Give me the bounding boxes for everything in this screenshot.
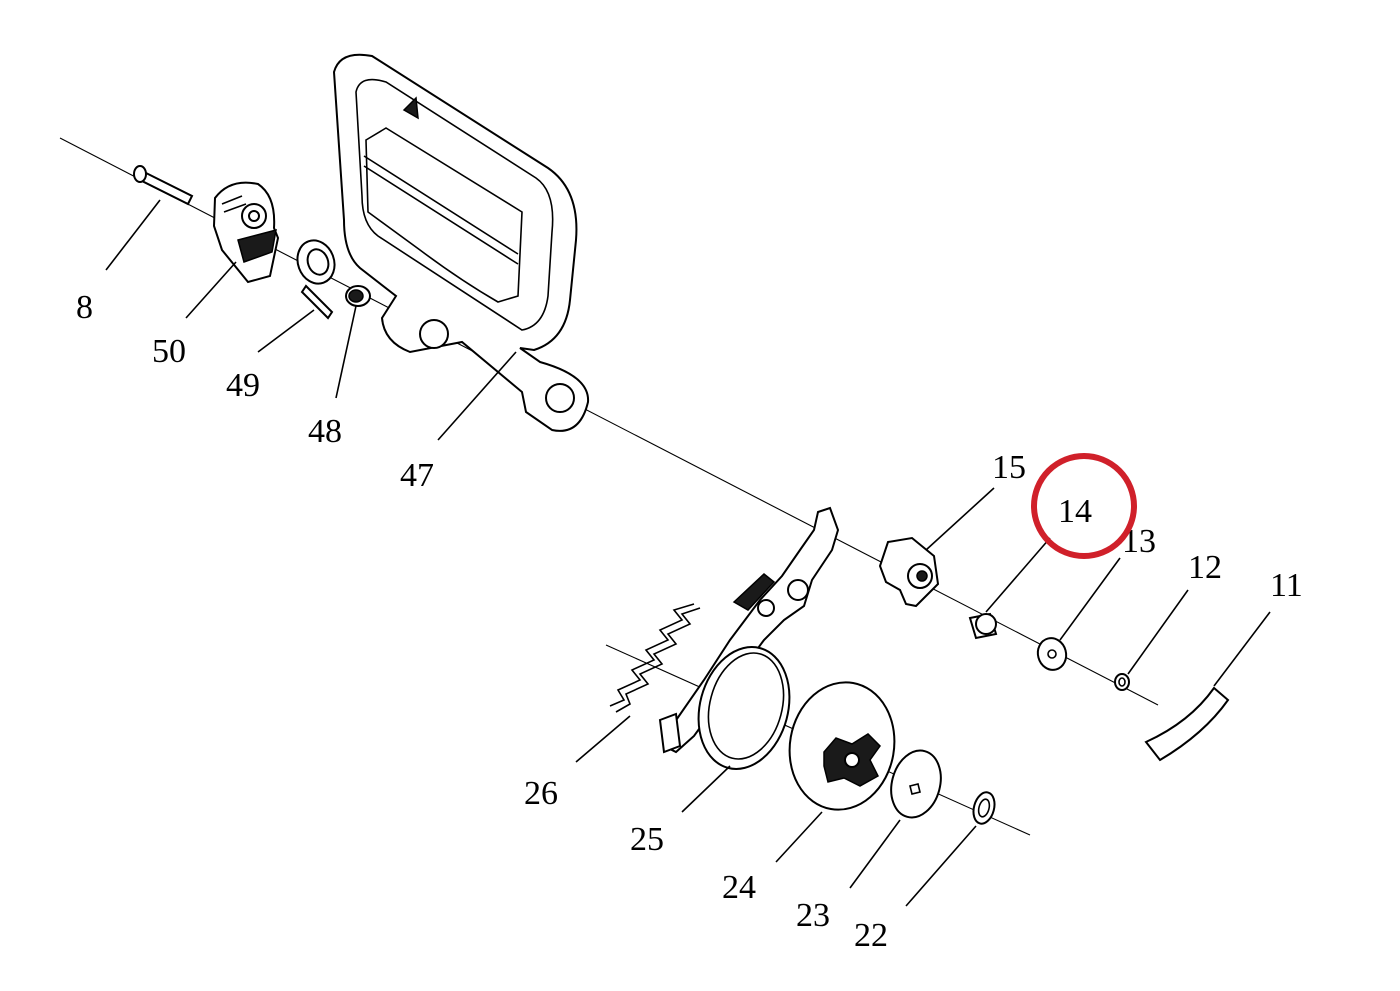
label-24: 24 [722,869,756,906]
part-12-e-clip [1114,673,1130,691]
highlight-circle [1031,453,1137,559]
label-22: 22 [854,917,888,954]
part-47-front-handle [332,53,590,432]
part-13-washer [1036,637,1068,671]
label-50: 50 [152,333,186,370]
label-48: 48 [308,413,342,450]
part-14-sleeve [968,612,998,640]
label-49: 49 [226,367,260,404]
label-14: 14 [1058,493,1092,530]
part-15-drive-hub [878,536,940,608]
part-8-pin [133,165,194,206]
part-22-circlip [972,791,996,825]
part-48-nut [345,285,371,307]
part-25-brake-band [697,646,791,770]
part-labels: 8 50 49 48 47 15 14 13 12 11 26 25 24 23… [76,289,1303,954]
label-25: 25 [630,821,664,858]
part-11-curved-strip [1144,686,1230,762]
part-49-bushing [296,239,336,320]
label-11: 11 [1270,567,1303,604]
label-47: 47 [400,457,434,494]
label-26: 26 [524,775,558,812]
label-8: 8 [76,289,93,326]
part-23-washer [890,749,942,819]
part-26-spring [609,603,701,713]
part-24-clutch-drum [788,681,896,811]
label-23: 23 [796,897,830,934]
label-15: 15 [992,449,1026,486]
part-50-lever-housing [212,181,280,284]
label-12: 12 [1188,549,1222,586]
leader-lines [105,199,1271,907]
